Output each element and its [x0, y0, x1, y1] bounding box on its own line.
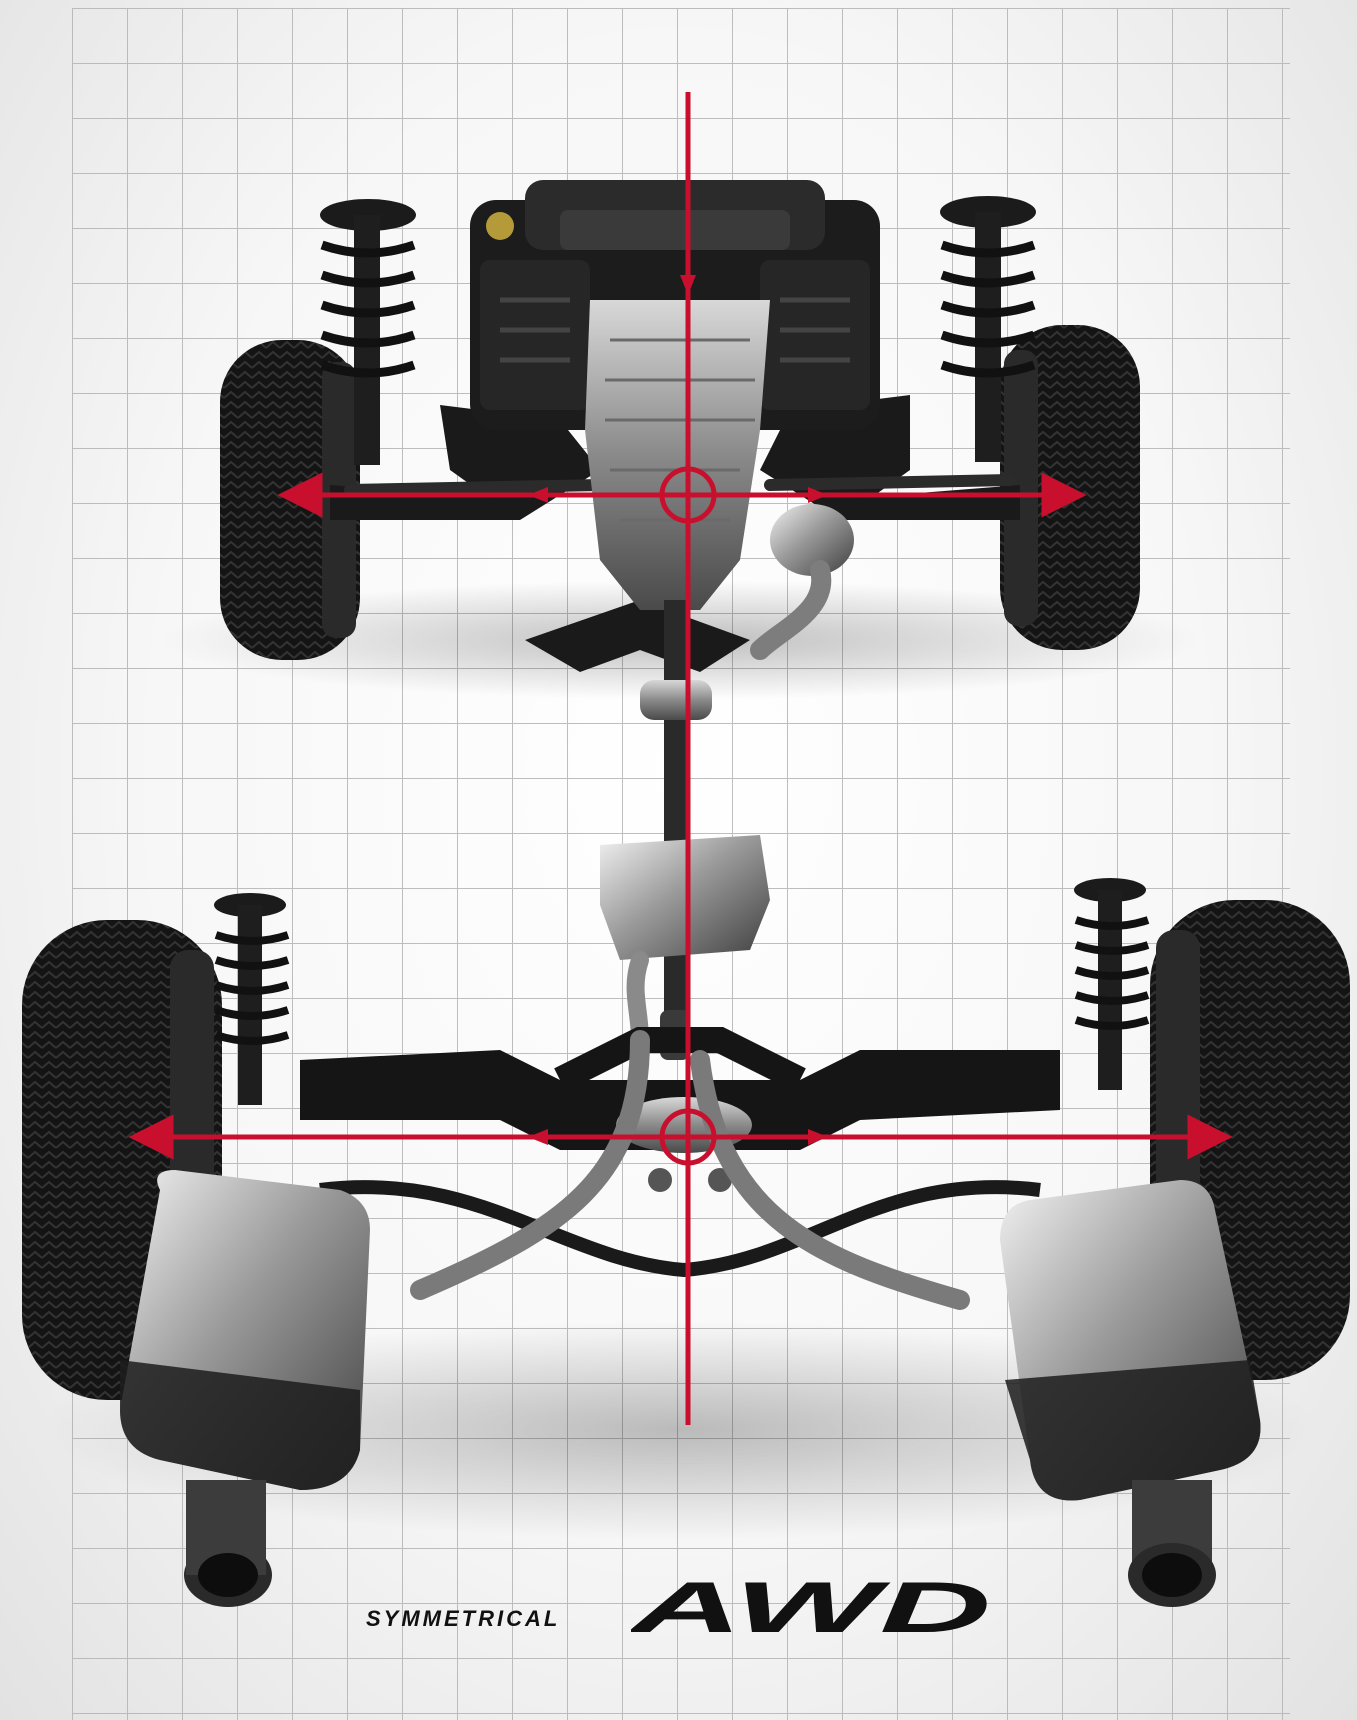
transmission [585, 300, 770, 610]
rear-left-shock [214, 893, 290, 1105]
front-right-tire [1000, 325, 1140, 650]
left-muffler [120, 1170, 370, 1607]
rear-center-target-icon [659, 1108, 717, 1166]
front-left-strut [320, 199, 416, 465]
front-right-strut [940, 196, 1036, 462]
awd-wordmark: AWD [631, 1572, 991, 1642]
logo-tagline: SYMMETRICAL [366, 1606, 561, 1631]
front-exhaust [750, 504, 854, 660]
front-axle-shafts [344, 474, 1016, 496]
rear-right-shock [1074, 878, 1150, 1090]
right-muffler [1000, 1180, 1261, 1607]
rear-exhaust-pipes [410, 1030, 970, 1310]
front-center-target-icon [659, 466, 717, 524]
awd-wordmark-text: AWD [631, 1572, 991, 1642]
front-down-arrow-icon [680, 275, 696, 295]
symmetry-overlay [128, 92, 1233, 1425]
symmetrical-awd-logo: SYMMETRICAL AWD [366, 1572, 1006, 1642]
rear-subframe [300, 1027, 1060, 1278]
